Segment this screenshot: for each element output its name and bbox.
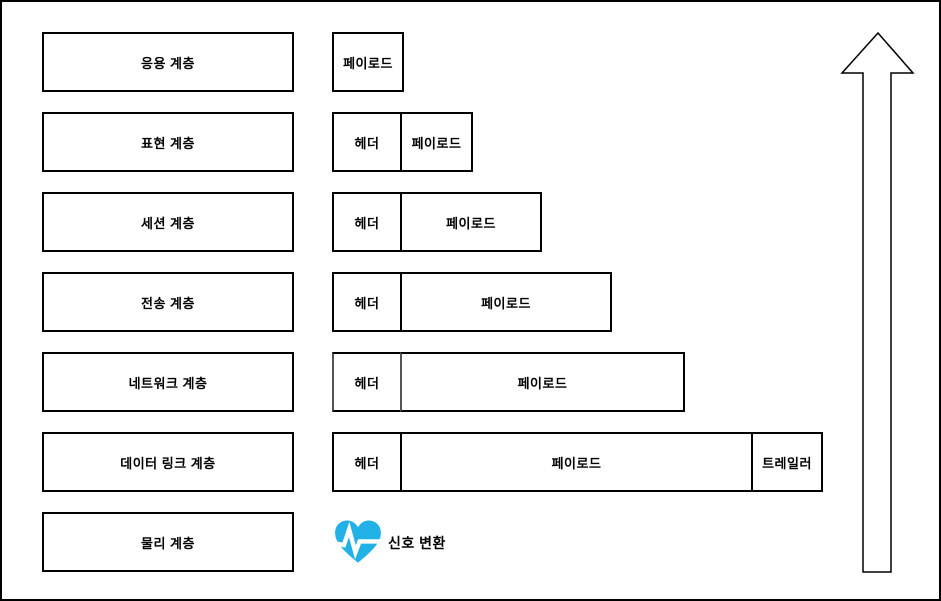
layer-box-datalink: 데이터 링크 계층 [42,432,294,492]
packet-row-network: 헤더 페이로드 [332,352,685,412]
up-arrow-icon [840,31,915,573]
layer-label: 물리 계층 [141,535,195,551]
header-box: 헤더 [332,272,402,332]
layer-box-application: 응용 계층 [42,32,294,92]
payload-box: 페이로드 [400,352,685,412]
payload-box: 페이로드 [332,32,404,92]
header-label: 헤더 [354,295,380,311]
payload-box: 페이로드 [400,272,612,332]
header-box: 헤더 [332,192,402,252]
signal-conversion: 신호 변환 [333,514,446,572]
header-box: 헤더 [332,352,402,412]
payload-label: 페이로드 [343,55,393,71]
payload-box: 페이로드 [400,432,753,492]
layer-box-transport: 전송 계층 [42,272,294,332]
payload-label: 페이로드 [411,135,462,151]
trailer-box: 트레일러 [751,432,823,492]
layer-label: 세션 계층 [141,215,195,231]
payload-label: 페이로드 [517,375,568,391]
layer-label: 전송 계층 [141,295,195,311]
payload-box: 페이로드 [400,112,473,172]
signal-label: 신호 변환 [388,535,446,551]
header-box: 헤더 [332,432,402,492]
header-label: 헤더 [354,375,380,391]
payload-label: 페이로드 [446,215,496,231]
packet-row-presentation: 헤더 페이로드 [332,112,473,172]
payload-box: 페이로드 [400,192,542,252]
payload-label: 페이로드 [481,295,531,311]
layer-label: 데이터 링크 계층 [120,455,216,471]
layer-box-presentation: 표현 계층 [42,112,294,172]
layer-box-physical: 물리 계층 [42,512,294,572]
header-label: 헤더 [354,215,380,231]
payload-label: 페이로드 [551,455,602,471]
packet-row-session: 헤더 페이로드 [332,192,542,252]
trailer-label: 트레일러 [762,455,812,471]
header-label: 헤더 [354,135,380,151]
packet-row-application: 페이로드 [332,32,404,92]
layer-box-network: 네트워크 계층 [42,352,294,412]
layer-box-session: 세션 계층 [42,192,294,252]
layer-label: 응용 계층 [141,55,195,71]
packet-row-datalink: 헤더 페이로드 트레일러 [332,432,823,492]
header-box: 헤더 [332,112,402,172]
header-label: 헤더 [354,455,380,471]
heartbeat-icon [333,520,381,563]
packet-row-transport: 헤더 페이로드 [332,272,612,332]
layer-label: 네트워크 계층 [128,375,208,391]
layer-label: 표현 계층 [141,135,195,151]
